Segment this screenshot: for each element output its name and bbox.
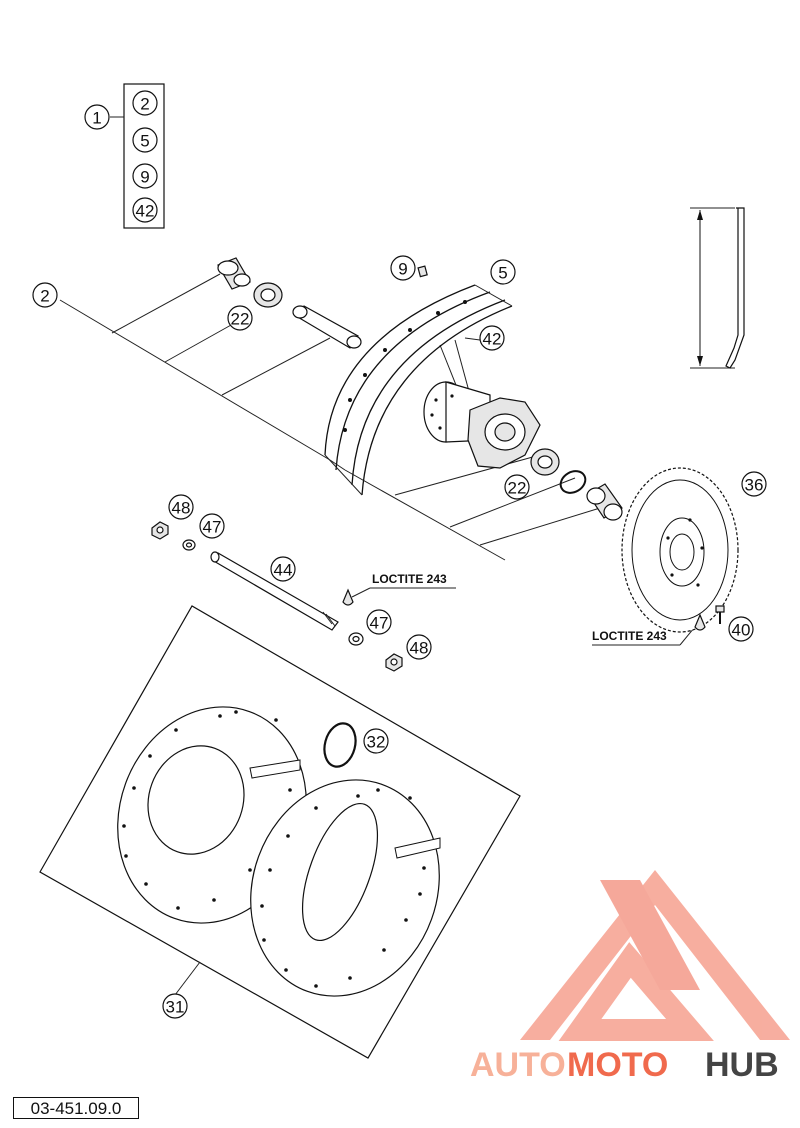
svg-text:9: 9 [398, 260, 407, 279]
bearing-right [530, 448, 560, 476]
callout-bearing-right: 22 [504, 474, 530, 500]
rim [324, 284, 513, 496]
rim-tape-frame [39, 605, 521, 1059]
svg-text:47: 47 [370, 614, 389, 633]
kit-bracket [110, 83, 165, 229]
loctite-label-axle: LOCTITE 243 [372, 572, 447, 586]
callout-axle: 44 [270, 556, 296, 582]
svg-text:32: 32 [367, 733, 386, 752]
callout-kit-1: 1 [84, 104, 110, 130]
callout-rim-tape: 31 [162, 993, 188, 1019]
svg-text:22: 22 [231, 310, 250, 329]
loctite-label-disc: LOCTITE 243 [592, 629, 667, 643]
callout-bearing-left: 22 [227, 305, 253, 331]
svg-text:36: 36 [745, 476, 764, 495]
callout-washer-left: 47 [199, 513, 225, 539]
svg-text:44: 44 [274, 561, 293, 580]
svg-text:22: 22 [508, 479, 527, 498]
svg-text:5: 5 [498, 264, 507, 283]
disc-screw [715, 605, 725, 624]
callout-kit-item-5: 5 [132, 127, 158, 153]
callout-kit-item-9: 9 [132, 163, 158, 189]
diagram-number: 03-451.09.0 [13, 1097, 139, 1119]
svg-text:2: 2 [140, 95, 149, 114]
callout-nut-left: 48 [168, 494, 194, 520]
svg-text:5: 5 [140, 132, 149, 151]
hub [423, 381, 541, 469]
callout-axle-spacer-left: 2 [32, 282, 58, 308]
svg-text:47: 47 [203, 518, 222, 537]
spoke-gauge [690, 207, 745, 369]
callout-kit-item-42: 42 [132, 197, 158, 223]
svg-text:2: 2 [40, 287, 49, 306]
inner-sleeve [292, 305, 362, 349]
nut-right [385, 653, 403, 672]
brake-disc [621, 467, 739, 633]
svg-text:AUTO: AUTO [470, 1046, 566, 1084]
axle-spacer-left [217, 257, 251, 290]
callout-kit-item-2: 2 [132, 90, 158, 116]
svg-text:1: 1 [92, 109, 101, 128]
callout-valve: 9 [390, 255, 416, 281]
svg-text:31: 31 [166, 998, 185, 1017]
svg-text:HUB: HUB [705, 1046, 779, 1084]
washer-right [348, 632, 364, 646]
loctite-drop-left-icon [342, 588, 354, 606]
watermark-text: AUTO MOTO HUB [470, 1046, 779, 1084]
axle [210, 551, 339, 631]
leader-lines [59, 273, 695, 646]
svg-text:9: 9 [140, 168, 149, 187]
callout-nut-right: 48 [406, 634, 432, 660]
callout-spokes: 42 [479, 325, 505, 351]
valve [417, 265, 428, 278]
axle-spacer-right [586, 483, 623, 521]
svg-text:MOTO: MOTO [567, 1046, 668, 1084]
svg-text:40: 40 [732, 621, 751, 640]
callout-brake-disc: 36 [741, 471, 767, 497]
seal-ring [559, 470, 587, 494]
rim-tape-lower [250, 779, 441, 997]
svg-text:48: 48 [410, 639, 429, 658]
watermark-logo-icon [520, 870, 790, 1041]
callout-rim: 5 [490, 259, 516, 285]
washer-left [182, 539, 196, 551]
nut-left [151, 521, 169, 540]
svg-text:42: 42 [136, 202, 155, 221]
circlip [323, 722, 357, 768]
loctite-drop-right-icon [694, 613, 706, 631]
callout-disc-screw: 40 [728, 616, 754, 642]
callout-washer-right: 47 [366, 609, 392, 635]
svg-text:48: 48 [172, 499, 191, 518]
callout-circlip: 32 [363, 728, 389, 754]
bearing-left [253, 282, 283, 308]
svg-text:42: 42 [483, 330, 502, 349]
